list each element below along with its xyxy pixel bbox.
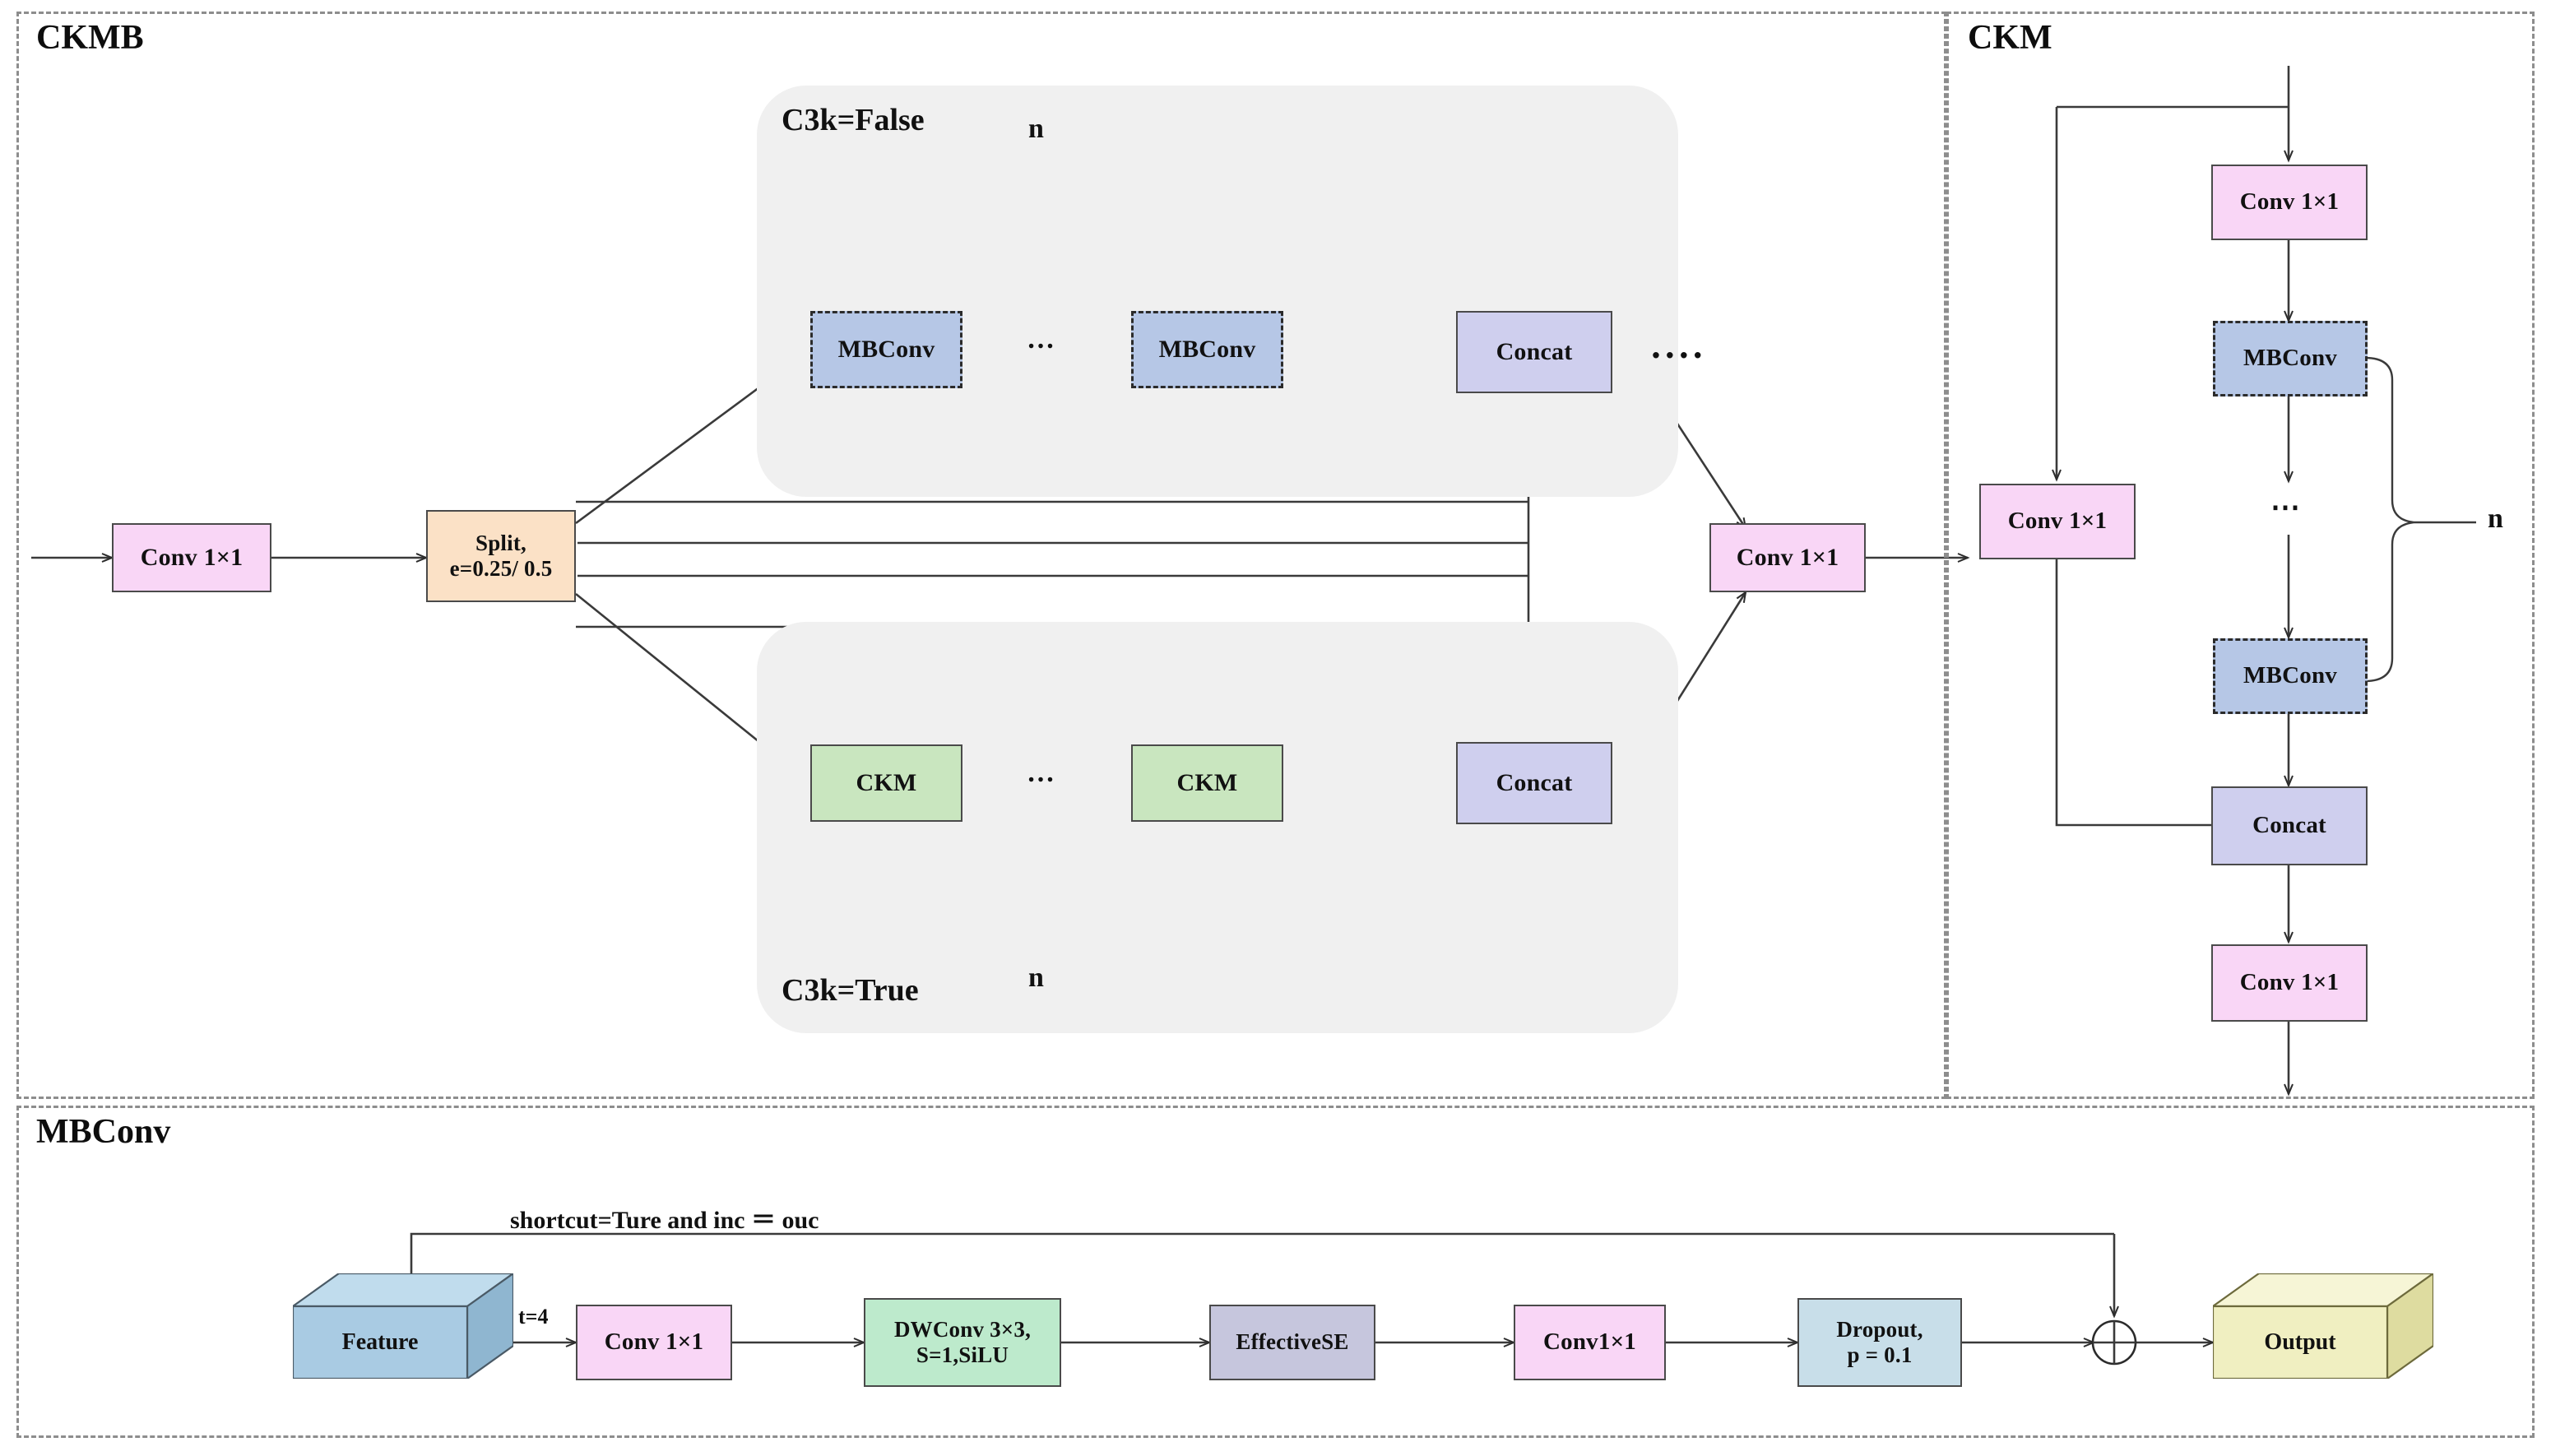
panel-ckmb [16,12,1946,1099]
ckmb-bottom-ckm-label-2: CKM [1176,768,1238,796]
ckmb-bottom-ckm-block-1[interactable]: CKM [810,744,962,822]
mbconv-output-cube: Output [2210,1271,2437,1381]
ckm-mbconv-label-2: MBConv [2243,662,2337,689]
mbconv-conv2-block[interactable]: Conv1×1 [1514,1305,1666,1380]
mbconv-dwconv-label-line2: S=1,SiLU [916,1342,1009,1367]
panel-ckm-title: CKM [1968,19,2052,57]
mbconv-conv1-label: Conv 1×1 [604,1328,704,1356]
ckmb-top-mbconv-block-2[interactable]: MBConv [1131,311,1283,388]
mbconv-dropout-block[interactable]: Dropout, p = 0.1 [1797,1298,1962,1387]
ckm-mbconv-block-2[interactable]: MBConv [2213,638,2368,714]
ckmb-bottom-ellipsis: … [1027,758,1055,788]
group-label-c3k-false: C3k=False [782,103,925,137]
ckm-skip-conv-label: Conv 1×1 [2007,508,2108,535]
mbconv-dwconv-block[interactable]: DWConv 3×3, S=1,SiLU [864,1298,1061,1387]
ckmb-input-conv-block[interactable]: Conv 1×1 [112,523,271,592]
mbconv-expansion-label: t=4 [518,1305,549,1328]
panel-ckm [1946,12,2535,1099]
ckmb-top-mbconv-label-1: MBConv [837,335,935,363]
ckm-ellipsis: ⋯ [2270,490,2300,523]
repeat-count-label-top: n [1028,114,1044,144]
mbconv-output-label-wrap: Output [2213,1306,2387,1379]
mbconv-ese-block[interactable]: EffectiveSE [1209,1305,1375,1380]
mbconv-shortcut-label: shortcut=Ture and inc ＝ ouc [510,1207,819,1234]
panel-mbconv [16,1106,2535,1438]
ckmb-inter-group-dots: ․․․․ [1650,328,1706,365]
mbconv-dropout-label-line1: Dropout, [1836,1316,1923,1342]
ckmb-output-conv-label: Conv 1×1 [1736,543,1839,571]
ckm-concat-label: Concat [2252,812,2326,839]
group-label-c3k-true: C3k=True [782,973,919,1008]
group-background-c3k-false [757,86,1678,497]
ckmb-top-ellipsis: … [1027,324,1055,355]
ckmb-output-conv-block[interactable]: Conv 1×1 [1709,523,1866,592]
panel-ckmb-title: CKMB [36,19,144,57]
ckm-mbconv-label-1: MBConv [2243,345,2337,372]
ckm-skip-conv-block[interactable]: Conv 1×1 [1979,484,2136,559]
mbconv-dwconv-label-line1: DWConv 3×3, [893,1316,1032,1342]
ckm-output-conv-label: Conv 1×1 [2239,969,2340,996]
repeat-count-label-bottom: n [1028,962,1044,993]
ckmb-bottom-concat-label: Concat [1496,768,1573,796]
ckm-output-conv-block[interactable]: Conv 1×1 [2211,944,2368,1022]
ckmb-top-concat-block[interactable]: Concat [1456,311,1612,393]
ckmb-bottom-ckm-label-1: CKM [856,768,917,796]
ckmb-top-mbconv-label-2: MBConv [1158,335,1256,363]
ckm-repeat-count-label: n [2488,503,2503,534]
ckmb-input-conv-label: Conv 1×1 [140,543,244,571]
mbconv-dropout-label-line2: p = 0.1 [1847,1342,1913,1367]
ckm-concat-block[interactable]: Concat [2211,786,2368,865]
mbconv-ese-label: EffectiveSE [1236,1329,1349,1355]
mbconv-feature-label: Feature [341,1329,419,1355]
ckm-mbconv-block-1[interactable]: MBConv [2213,321,2368,396]
mbconv-conv1-block[interactable]: Conv 1×1 [576,1305,732,1380]
mbconv-feature-cube: Feature [290,1271,517,1381]
mbconv-output-label: Output [2264,1329,2336,1355]
ckmb-split-label-line1: Split, [475,530,526,555]
ckm-top-conv-block[interactable]: Conv 1×1 [2211,165,2368,240]
ckm-top-conv-label: Conv 1×1 [2239,188,2340,216]
ckmb-bottom-concat-block[interactable]: Concat [1456,742,1612,824]
ckmb-top-concat-label: Concat [1496,337,1573,365]
mbconv-conv2-label: Conv1×1 [1543,1328,1636,1356]
ckmb-top-mbconv-block-1[interactable]: MBConv [810,311,962,388]
group-background-c3k-true [757,622,1678,1033]
panel-mbconv-title: MBConv [36,1113,171,1151]
ckmb-split-label-line2: e=0.25/ 0.5 [449,556,553,581]
ckmb-bottom-ckm-block-2[interactable]: CKM [1131,744,1283,822]
mbconv-feature-label-wrap: Feature [293,1306,467,1379]
ckmb-split-block[interactable]: Split, e=0.25/ 0.5 [426,510,576,602]
